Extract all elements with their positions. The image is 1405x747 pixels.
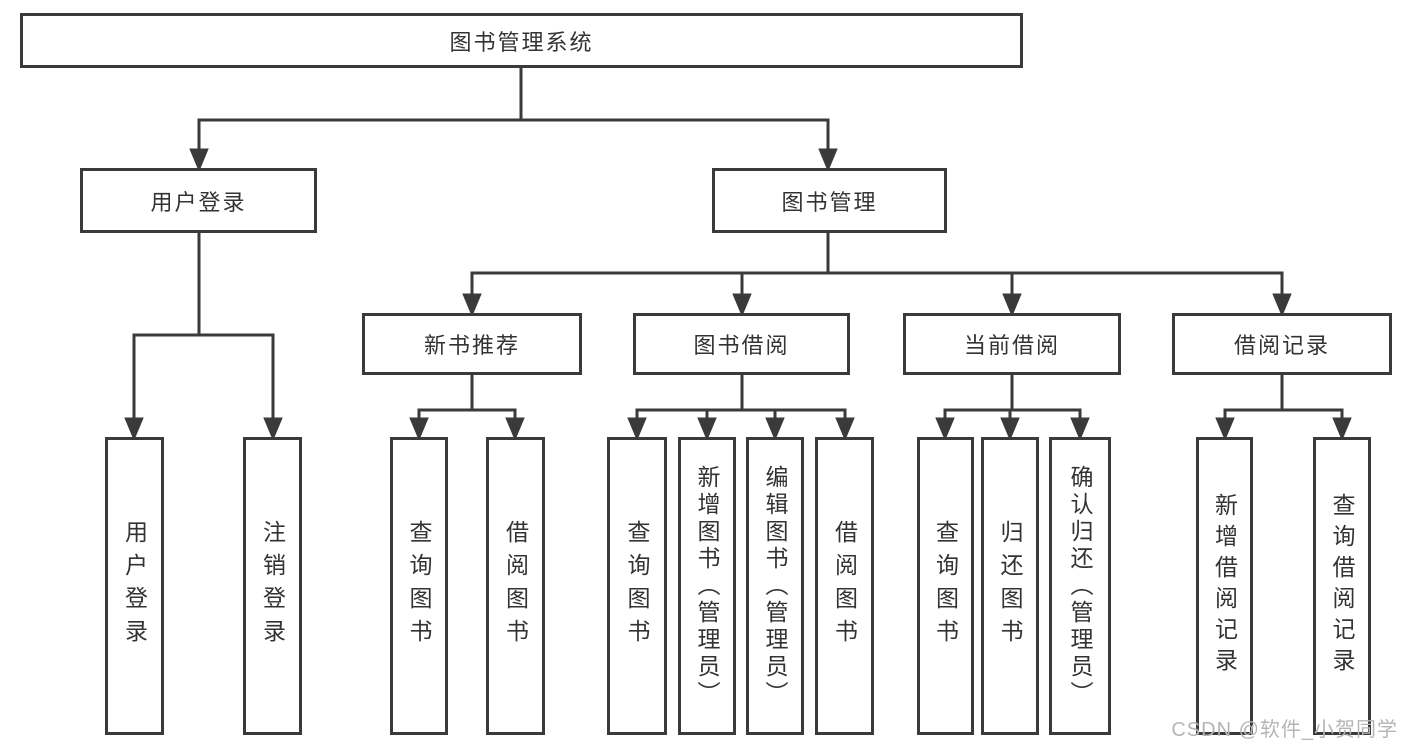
node-new-book-recommend: 新书推荐 bbox=[362, 313, 582, 375]
node-current-borrowing: 当前借阅 bbox=[903, 313, 1121, 375]
node-leaf-user-login: 用户登录 bbox=[105, 437, 164, 735]
node-user-login: 用户登录 bbox=[80, 168, 317, 233]
arrowhead-down-icon bbox=[818, 148, 838, 172]
arrowhead-down-icon bbox=[1272, 293, 1292, 317]
connector-book-borrowing-to-leaves bbox=[627, 373, 855, 441]
watermark: CSDN @软件_小贺同学 bbox=[1171, 719, 1398, 741]
connector-user-login-to-leaves bbox=[124, 231, 283, 441]
node-leaf-query-borrow-record: 查询借阅记录 bbox=[1313, 437, 1371, 735]
node-leaf-borrow-books-recommend: 借阅图书 bbox=[486, 437, 545, 735]
connector-borrowing-records-to-leaves bbox=[1215, 373, 1352, 441]
arrowhead-down-icon bbox=[189, 148, 209, 172]
connector-root-to-level2 bbox=[189, 66, 838, 172]
node-book-borrowing: 图书借阅 bbox=[633, 313, 850, 375]
node-leaf-confirm-return-admin: 确认归还（管理员） bbox=[1049, 437, 1111, 735]
node-leaf-query-books-borrowing: 查询图书 bbox=[607, 437, 667, 735]
arrowhead-down-icon bbox=[124, 417, 144, 441]
node-leaf-return-books: 归还图书 bbox=[981, 437, 1039, 735]
node-leaf-borrow-books: 借阅图书 bbox=[815, 437, 874, 735]
arrowhead-down-icon bbox=[1215, 417, 1235, 441]
arrowhead-down-icon bbox=[1332, 417, 1352, 441]
node-root-library-system: 图书管理系统 bbox=[20, 13, 1023, 68]
arrowhead-down-icon bbox=[697, 417, 717, 441]
arrowhead-down-icon bbox=[935, 417, 955, 441]
arrowhead-down-icon bbox=[765, 417, 785, 441]
arrowhead-down-icon bbox=[462, 293, 482, 317]
connector-new-book-recommend-to-leaves bbox=[409, 373, 525, 441]
arrowhead-down-icon bbox=[505, 417, 525, 441]
node-leaf-edit-books-admin: 编辑图书（管理员） bbox=[746, 437, 804, 735]
connector-current-borrowing-to-leaves bbox=[935, 373, 1090, 441]
node-leaf-logout: 注销登录 bbox=[243, 437, 302, 735]
arrowhead-down-icon bbox=[1002, 293, 1022, 317]
node-borrowing-records: 借阅记录 bbox=[1172, 313, 1392, 375]
arrowhead-down-icon bbox=[627, 417, 647, 441]
arrowhead-down-icon bbox=[835, 417, 855, 441]
node-leaf-add-books-admin: 新增图书（管理员） bbox=[678, 437, 736, 735]
arrowhead-down-icon bbox=[1000, 417, 1020, 441]
node-leaf-query-books-current: 查询图书 bbox=[917, 437, 974, 735]
connector-book-management-to-level3 bbox=[462, 231, 1292, 317]
node-book-management: 图书管理 bbox=[712, 168, 947, 233]
arrowhead-down-icon bbox=[1070, 417, 1090, 441]
node-leaf-add-borrow-record: 新增借阅记录 bbox=[1196, 437, 1253, 735]
arrowhead-down-icon bbox=[732, 293, 752, 317]
arrowhead-down-icon bbox=[263, 417, 283, 441]
node-leaf-query-books-recommend: 查询图书 bbox=[390, 437, 448, 735]
arrowhead-down-icon bbox=[409, 417, 429, 441]
